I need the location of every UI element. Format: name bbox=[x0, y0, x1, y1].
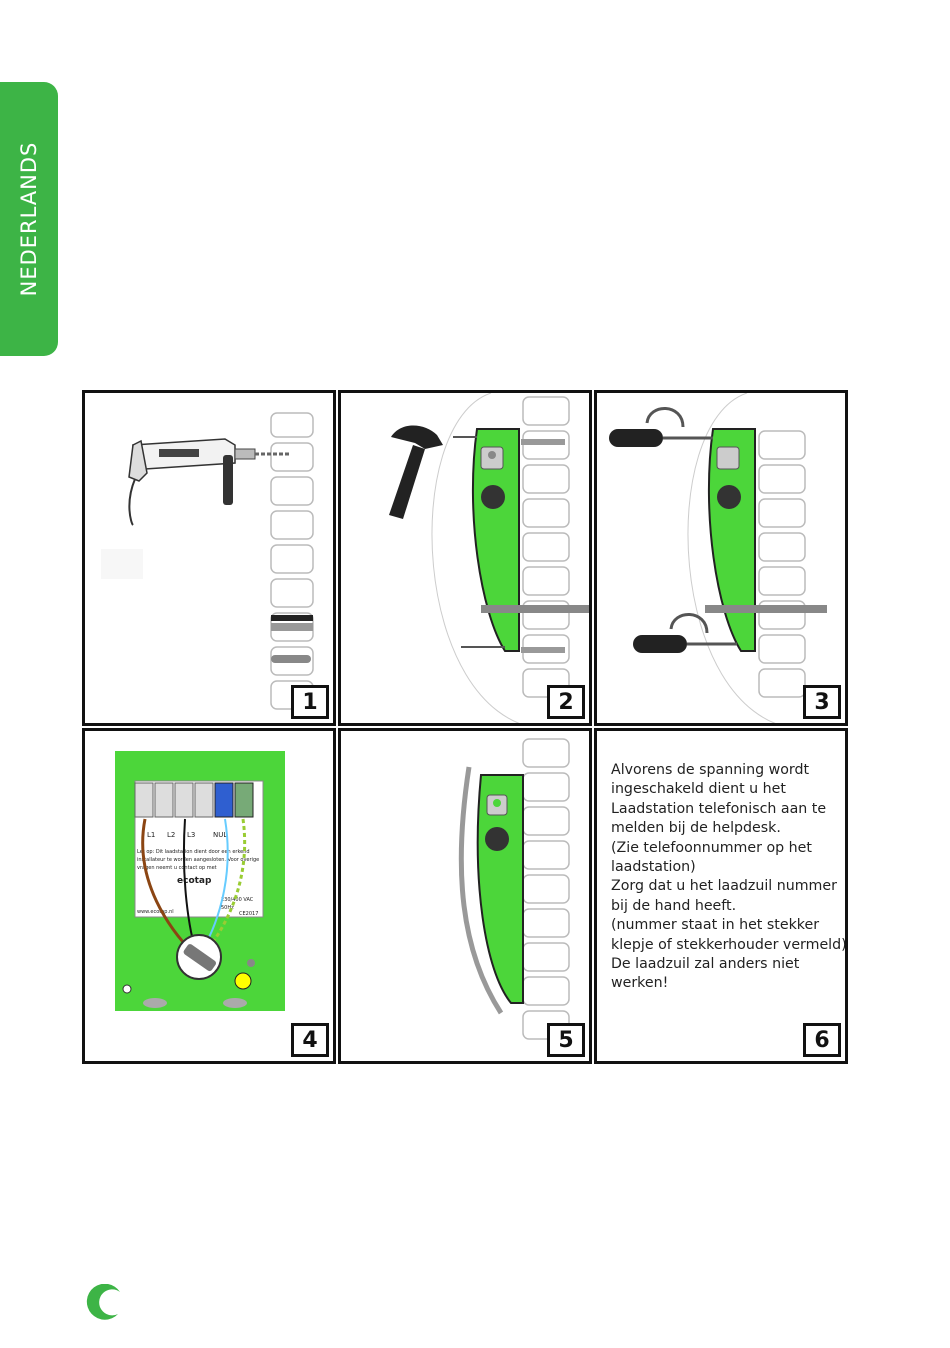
drill-illustration bbox=[101, 412, 314, 710]
step-number: 6 bbox=[803, 1023, 841, 1057]
brand-label: ecotap bbox=[177, 876, 212, 886]
terminal-nul-label: NUL bbox=[213, 831, 227, 839]
language-label: NEDERLANDS bbox=[17, 141, 41, 297]
step-number: 2 bbox=[547, 685, 585, 719]
language-tab: NEDERLANDS bbox=[0, 82, 58, 356]
step-number: 1 bbox=[291, 685, 329, 719]
terminal-l2-label: L2 bbox=[167, 831, 175, 839]
notice-line-1: Let op: Dit laadstation dient door een e… bbox=[137, 849, 250, 855]
step-panel-5: 5 bbox=[338, 728, 592, 1064]
step-panel-2: 2 bbox=[338, 390, 592, 726]
step-number: 4 bbox=[291, 1023, 329, 1057]
step-number: 5 bbox=[547, 1023, 585, 1057]
ce-mark: CE2017 bbox=[239, 911, 258, 917]
step-number: 3 bbox=[803, 685, 841, 719]
terminal-l1-label: L1 bbox=[147, 831, 155, 839]
instruction-line: Alvorens de spanning wordt bbox=[611, 762, 810, 778]
step-panel-1: 1 bbox=[82, 390, 336, 726]
instruction-line: melden bij de helpdesk. bbox=[611, 820, 781, 837]
instruction-line: Zorg dat u het laadzuil nummer bbox=[611, 878, 837, 895]
wiring-illustration: L1 L2 L3 NUL Let op: Dit laadstation die… bbox=[115, 751, 285, 1011]
cover-illustration bbox=[458, 738, 570, 1040]
installation-steps-grid: 1 bbox=[82, 390, 848, 1064]
hammer-illustration bbox=[389, 393, 589, 723]
instruction-line: klepje of stekkerhouder vermeld) bbox=[611, 936, 847, 953]
screwdriver-illustration bbox=[609, 393, 827, 723]
rating-line-1: 230/400 VAC bbox=[221, 897, 254, 903]
notice-line-2: installateur te worden aangesloten. Voor… bbox=[137, 857, 259, 863]
instruction-line: (nummer staat in het stekker bbox=[611, 917, 820, 934]
instruction-line: bij de hand heeft. bbox=[611, 897, 737, 914]
web-label: www.ecotap.nl bbox=[137, 909, 174, 915]
notice-line-3: vragen neemt u contact op met bbox=[137, 865, 217, 871]
rating-line-2: 50Hz bbox=[221, 905, 234, 911]
instruction-line: werken! bbox=[611, 975, 669, 992]
instruction-line: Laadstation telefonisch aan te bbox=[611, 800, 827, 817]
ecotap-logo-icon bbox=[86, 1284, 120, 1320]
step-panel-4: L1 L2 L3 NUL Let op: Dit laadstation die… bbox=[82, 728, 336, 1064]
step-panel-3: 3 bbox=[594, 390, 848, 726]
instruction-line: (Zie telefoonnummer op het bbox=[611, 839, 812, 856]
instruction-line: ingeschakeld dient u het bbox=[611, 781, 786, 798]
instruction-line: laadstation) bbox=[611, 859, 696, 876]
instruction-line: De laadzuil zal anders niet bbox=[611, 956, 800, 973]
step-panel-6: Alvorens de spanning wordt ingeschakeld … bbox=[594, 728, 848, 1064]
instruction-text: Alvorens de spanning wordt ingeschakeld … bbox=[611, 761, 847, 994]
terminal-l3-label: L3 bbox=[187, 831, 195, 839]
